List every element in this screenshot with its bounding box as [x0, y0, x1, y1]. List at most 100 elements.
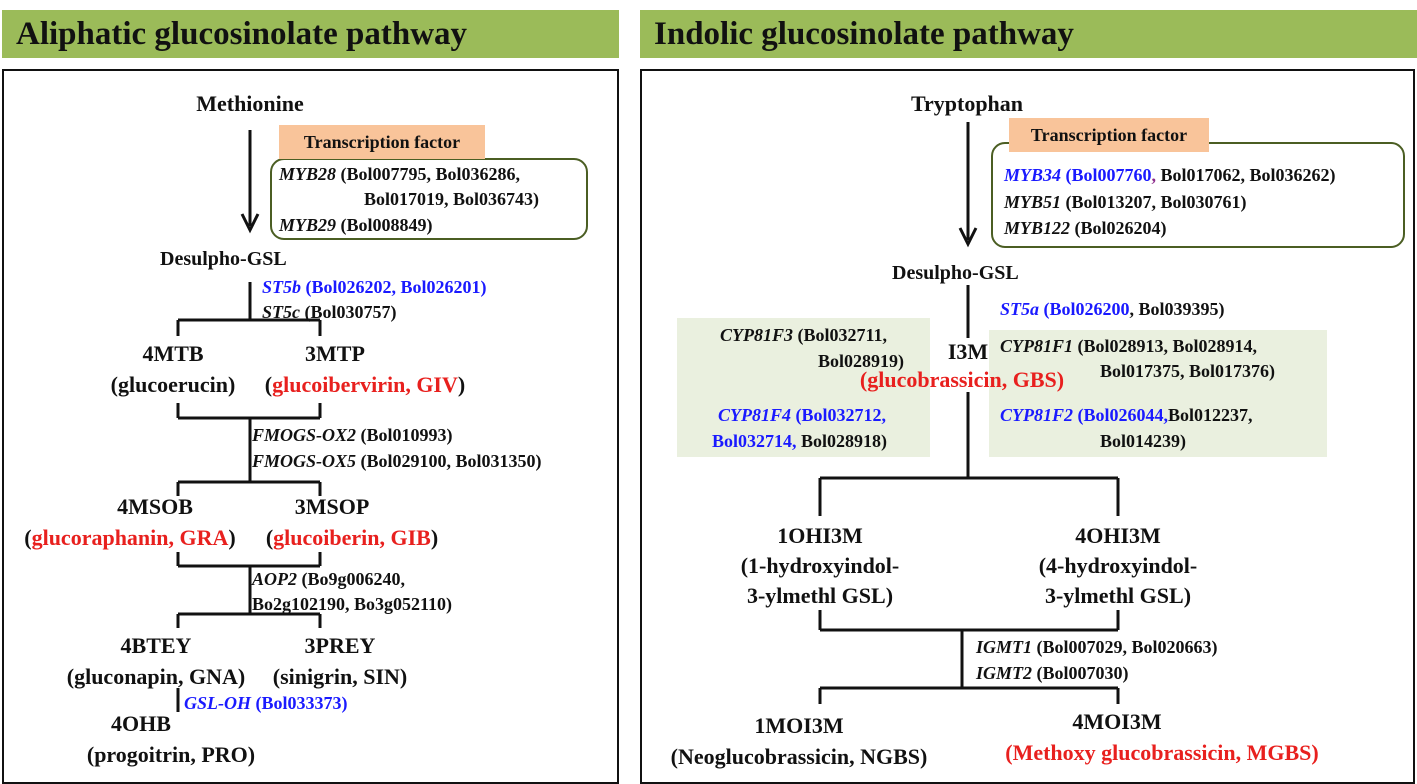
fmo5-ids: (Bol029100, Bol031350) — [360, 451, 542, 471]
4ohi3m-node: 4OHI3M (4-hydroxyindol- 3-ylmethl GSL) — [1016, 522, 1220, 609]
myb34-ids: Bol017062, Bol036262) — [1160, 165, 1336, 185]
cyp81f3-gene: CYP81F3 — [720, 325, 794, 345]
myb51-ids: (Bol013207, Bol030761) — [1065, 192, 1247, 212]
1moi3m-node: 1MOI3M (Neoglucobrassicin, NGBS) — [652, 712, 946, 770]
cyp81f2-entry: CYP81F2 (Bol026044,Bol012237, — [1000, 404, 1253, 426]
4btey-compound: (gluconapin, GNA) — [66, 664, 246, 689]
cyp81f4-gene: CYP81F4 — [718, 405, 792, 425]
3prey-node: 3PREY (sinigrin, SIN) — [262, 632, 418, 690]
cyp81f2-ids-highlight: (Bol026044, — [1077, 405, 1169, 425]
cyp81f1-entry: CYP81F1 (Bol028913, Bol028914, — [1000, 335, 1257, 357]
myb29-ids: (Bol008849) — [340, 215, 433, 235]
left-tf-box — [270, 158, 588, 240]
myb34-gene: MYB34 — [1004, 165, 1062, 185]
st5c-gene: ST5c — [262, 302, 300, 322]
4msob-label: 4MSOB — [117, 494, 193, 519]
cyp81f4-ids-highlight: Bol032714, — [712, 431, 797, 451]
myb28-entry: MYB28 (Bol007795, Bol036286, — [279, 163, 520, 185]
st5b-gene: ST5b — [262, 277, 302, 297]
4ohi3m-compound-2: 3-ylmethl GSL) — [1044, 583, 1192, 608]
1moi3m-label: 1MOI3M — [754, 713, 844, 738]
4ohi3m-label: 4OHI3M — [1075, 523, 1161, 548]
3msop-node: 3MSOP (glucoiberin, GIB) — [252, 493, 452, 551]
myb34-comma: , — [1151, 165, 1157, 185]
igmt1-ids: (Bol007029, Bol020663) — [1036, 637, 1218, 657]
right-desulpho-node: Desulpho-GSL — [892, 262, 1019, 284]
st5a-gene: ST5a — [1000, 299, 1040, 319]
indolic-header: Indolic glucosinolate pathway — [640, 10, 1417, 58]
myb29-entry: MYB29 (Bol008849) — [279, 214, 433, 236]
igmt2-ids: (Bol007030) — [1036, 663, 1129, 683]
aop2-gene: AOP2 — [252, 569, 297, 589]
4msob-paren-close: ) — [228, 525, 236, 550]
tryptophan-node: Tryptophan — [910, 91, 1024, 116]
st5a-entry: ST5a (Bol026200, Bol039395) — [1000, 298, 1225, 320]
myb29-gene: MYB29 — [279, 215, 337, 235]
myb34-ids-highlight: (Bol007760 — [1065, 165, 1152, 185]
left-tf-label: Transcription factor — [279, 125, 485, 159]
st5a-ids: , Bol039395) — [1129, 299, 1225, 319]
4msob-compound-line: (glucoraphanin, GRA) — [10, 524, 250, 551]
igmt1-entry: IGMT1 (Bol007029, Bol020663) — [976, 636, 1218, 658]
myb122-ids: (Bol026204) — [1074, 218, 1167, 238]
3mtp-compound-line: (glucoibervirin, GIV) — [252, 371, 478, 398]
gsloh-entry: GSL-OH (Bol033373) — [184, 692, 348, 714]
igmt1-gene: IGMT1 — [976, 637, 1033, 657]
3mtp-label: 3MTP — [305, 341, 365, 366]
right-tf-label: Transcription factor — [1009, 118, 1209, 152]
i3m-node: I3M — [947, 339, 989, 364]
3prey-label: 3PREY — [304, 633, 376, 658]
4mtb-node: 4MTB (glucoerucin) — [88, 340, 258, 398]
cyp81f4-ids-rest: Bol028918) — [801, 431, 888, 451]
gsloh-gene: GSL-OH — [184, 693, 251, 713]
1ohi3m-compound-2: 3-ylmethl GSL) — [746, 583, 894, 608]
4mtb-label: 4MTB — [142, 341, 204, 366]
4msob-paren: ( — [24, 525, 32, 550]
4btey-label: 4BTEY — [120, 633, 192, 658]
cyp81f2-ids-line2: Bol014239) — [1100, 431, 1187, 451]
3msop-compound: glucoiberin, GIB — [273, 525, 431, 550]
cyp81f1-ids: (Bol028913, Bol028914, — [1077, 336, 1258, 356]
3msop-compound-line: (glucoiberin, GIB) — [252, 524, 452, 551]
cyp81f1-f2-shade — [989, 330, 1327, 457]
4msob-node: 4MSOB (glucoraphanin, GRA) — [10, 493, 250, 551]
igmt2-gene: IGMT2 — [976, 663, 1033, 683]
3mtp-node: 3MTP (glucoibervirin, GIV) — [252, 340, 478, 398]
3prey-compound: (sinigrin, SIN) — [272, 664, 408, 689]
cyp81f1-gene: CYP81F1 — [1000, 336, 1074, 356]
3msop-paren: ( — [265, 525, 274, 550]
3mtp-paren-close: ) — [457, 372, 466, 397]
cyp81f4-entry: CYP81F4 (Bol032712, — [718, 404, 886, 426]
fmo2-entry: FMOGS-OX2 (Bol010993) — [252, 424, 453, 446]
aop2-entry: AOP2 (Bo9g006240, — [252, 568, 405, 590]
left-desulpho-node: Desulpho-GSL — [160, 248, 287, 270]
myb51-entry: MYB51 (Bol013207, Bol030761) — [1004, 191, 1247, 213]
cyp81f3-f4-shade — [677, 318, 930, 457]
4ohi3m-compound-1: (4-hydroxyindol- — [1038, 553, 1198, 578]
gsloh-ids: (Bol033373) — [255, 693, 348, 713]
cyp81f2-ids: Bol012237, — [1168, 405, 1253, 425]
igmt2-entry: IGMT2 (Bol007030) — [976, 662, 1129, 684]
tryptophan-arrowhead — [958, 227, 978, 248]
myb34-entry: MYB34 (Bol007760, Bol017062, Bol036262) — [1004, 164, 1336, 186]
1ohi3m-node: 1OHI3M (1-hydroxyindol- 3-ylmethl GSL) — [718, 522, 922, 609]
aliphatic-panel — [2, 69, 619, 784]
3mtp-paren: ( — [264, 372, 273, 397]
cyp81f1-ids-line2: Bol017375, Bol017376) — [1100, 361, 1276, 381]
1ohi3m-label: 1OHI3M — [777, 523, 863, 548]
cyp81f4-ids-line2: Bol032714, Bol028918) — [712, 430, 887, 452]
4moi3m-compound: (Methoxy glucobrassicin, MGBS) — [1005, 740, 1319, 765]
cyp81f3-ids-line2: Bol028919) — [818, 351, 905, 371]
cyp81f2-gene: CYP81F2 — [1000, 405, 1074, 425]
fmo2-ids: (Bol010993) — [360, 425, 453, 445]
cyp81f4-ids: (Bol032712, — [795, 405, 887, 425]
fmo5-entry: FMOGS-OX5 (Bol029100, Bol031350) — [252, 450, 542, 472]
aliphatic-header: Aliphatic glucosinolate pathway — [2, 10, 619, 58]
4ohb-compound: (progoitrin, PRO) — [86, 742, 256, 767]
cyp81f3-entry: CYP81F3 (Bol032711, — [720, 324, 887, 346]
myb28-gene: MYB28 — [279, 164, 337, 184]
4mtb-compound: (glucoerucin) — [110, 372, 236, 397]
4btey-node: 4BTEY (gluconapin, GNA) — [38, 632, 274, 690]
3mtp-compound: glucoibervirin, GIV — [272, 372, 458, 397]
